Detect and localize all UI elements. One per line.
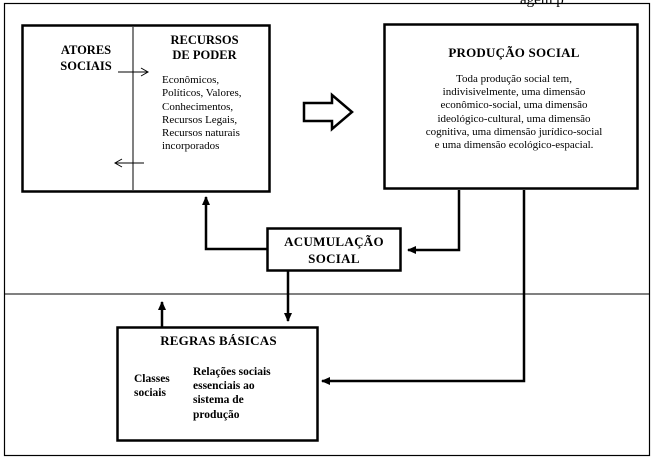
atores-recursos-box bbox=[21, 24, 271, 193]
recursos-list: Econômicos, Políticos, Valores, Conhecim… bbox=[162, 74, 242, 153]
classes-sociais-label: Classes sociais bbox=[134, 373, 170, 399]
relacoes-sociais-label: Relações sociais essenciais ao sistema d… bbox=[193, 366, 271, 421]
producao-social-body: Toda produção social tem, indivisivelmen… bbox=[425, 73, 603, 152]
producao-social-title: PRODUÇÃO SOCIAL bbox=[448, 45, 580, 60]
block-arrow-right bbox=[302, 92, 354, 132]
regras-basicas-box bbox=[116, 326, 319, 442]
arrow-producao-to-acumulacao bbox=[407, 190, 461, 254]
regras-basicas-title: REGRAS BÁSICAS bbox=[160, 333, 277, 348]
acumulacao-social-label: ACUMULAÇÃO SOCIAL bbox=[284, 234, 384, 266]
producao-social-box bbox=[383, 23, 639, 190]
outer-frame bbox=[3, 2, 651, 457]
arrow-acumulacao-to-atores bbox=[202, 196, 268, 251]
acumulacao-box bbox=[266, 227, 402, 272]
arrow-producao-to-regras bbox=[321, 190, 526, 385]
recursos-de-poder-label: RECURSOS DE PODER bbox=[170, 33, 239, 62]
atores-sociais-label: ATORES SOCIAIS bbox=[60, 43, 112, 73]
cropped-top-text: agem p bbox=[520, 0, 564, 8]
